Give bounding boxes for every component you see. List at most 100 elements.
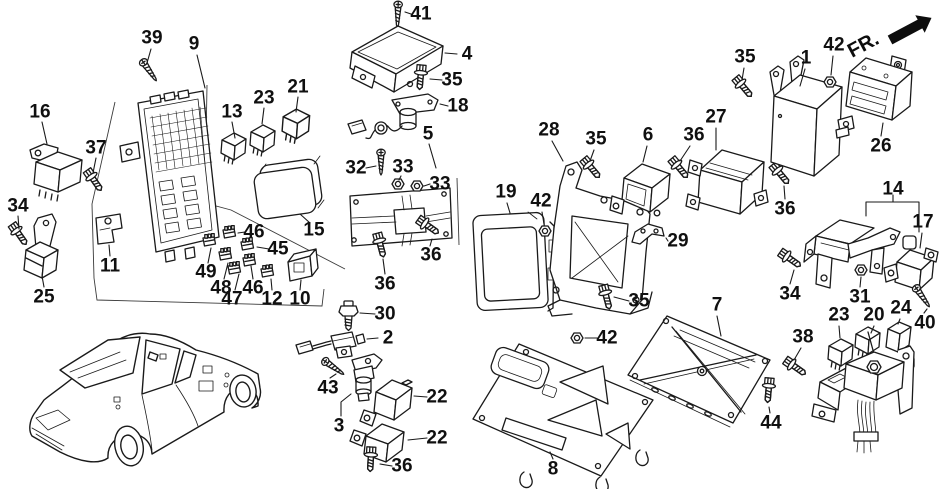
leader-line	[444, 52, 458, 55]
bracket-3	[351, 353, 383, 402]
callout-35: 35	[585, 129, 607, 162]
callout-15: 15	[299, 213, 325, 241]
callout-31: 31	[849, 276, 871, 308]
leader-line	[41, 275, 45, 288]
part-number-label: 26	[870, 136, 891, 157]
part-number-label: 36	[391, 456, 412, 477]
leader-line	[365, 165, 377, 169]
leader-line	[382, 258, 386, 275]
leader-line	[234, 273, 240, 291]
callout-44: 44	[760, 406, 782, 434]
callout-4: 4	[444, 44, 473, 65]
part-number-label: 35	[585, 129, 607, 150]
part-number-label: 46	[243, 222, 264, 243]
leader-line	[92, 157, 97, 174]
relay-22-upper	[359, 379, 413, 427]
part-number-label: 27	[705, 107, 726, 128]
bracket-5	[349, 187, 453, 247]
leader-line	[295, 96, 299, 113]
leader-line	[589, 149, 595, 162]
callout-36: 36	[420, 238, 442, 266]
callout-24: 24	[890, 298, 912, 325]
part-number-label: 25	[33, 287, 55, 308]
leader-line	[716, 315, 722, 337]
leader-line	[17, 215, 20, 230]
callout-16: 16	[29, 102, 51, 145]
leader-line	[549, 451, 554, 460]
leader-line	[923, 308, 928, 314]
callout-36: 36	[374, 258, 396, 295]
callout-35: 35	[429, 70, 463, 91]
callout-13: 13	[221, 102, 243, 139]
callout-7: 7	[712, 295, 722, 337]
callout-33: 33	[423, 174, 451, 195]
leader-line	[250, 265, 254, 280]
part-number-label: 34	[7, 196, 29, 217]
leader-line	[789, 269, 795, 285]
callout-2: 2	[366, 328, 393, 349]
control-unit-26	[845, 55, 913, 121]
leader-line	[41, 121, 48, 145]
screw-41	[392, 0, 404, 28]
callout-12: 12	[261, 278, 283, 310]
leader-line	[642, 145, 648, 163]
part-number-label: 14	[882, 179, 904, 200]
callout-35: 35	[734, 47, 756, 81]
callout-37: 37	[85, 138, 107, 174]
callout-42: 42	[584, 328, 618, 349]
callout-48: 48	[210, 262, 232, 299]
leader-line	[429, 78, 443, 81]
callout-36: 36	[379, 456, 413, 477]
callout-1: 1	[799, 48, 812, 87]
bracket-28	[547, 161, 653, 317]
callout-14: 14	[865, 179, 920, 233]
part-number-label: 12	[261, 289, 282, 310]
callout-30: 30	[359, 304, 396, 325]
part-number-label: 35	[628, 291, 650, 312]
leader-line	[404, 11, 412, 15]
part-number-label: 5	[423, 124, 434, 145]
callout-36: 36	[774, 185, 796, 220]
leader-line	[231, 121, 236, 139]
callout-34: 34	[7, 196, 29, 230]
part-number-label: 22	[426, 428, 447, 449]
leader-line	[270, 278, 273, 291]
screw-32	[376, 148, 386, 176]
part-number-label: 36	[683, 125, 704, 146]
relay-25	[23, 213, 59, 279]
bracket-plate-8	[472, 343, 654, 489]
leader-line	[366, 337, 379, 340]
leader-line	[865, 201, 920, 233]
bracket-10	[287, 248, 319, 282]
part-number-label: 11	[100, 256, 121, 277]
callout-42: 42	[530, 191, 552, 225]
part-number-label: 36	[374, 274, 395, 295]
part-number-label: 38	[792, 327, 813, 348]
leader-line	[838, 325, 841, 339]
part-number-label: 33	[392, 157, 413, 178]
relay-box-with-harness	[811, 331, 915, 454]
screw-39	[137, 56, 161, 84]
leader-line	[541, 211, 545, 225]
sensor-30	[338, 300, 359, 332]
bolt-34-right	[775, 246, 805, 273]
fr-direction: FR.	[844, 15, 932, 62]
part-number-label: 47	[221, 289, 242, 310]
part-number-label: 23	[253, 88, 274, 109]
relay-13	[220, 132, 247, 165]
callout-20: 20	[863, 305, 885, 334]
relay-21	[281, 108, 311, 144]
control-unit-1	[769, 55, 855, 177]
part-number-label: 32	[345, 158, 366, 179]
part-number-label: 29	[667, 231, 688, 252]
leader-line	[108, 244, 111, 257]
control-unit-27	[685, 149, 769, 215]
part-number-label: 9	[189, 34, 200, 55]
part-number-label: 4	[462, 44, 473, 65]
control-unit-17	[883, 247, 939, 291]
part-number-label: 17	[912, 212, 933, 233]
bracket-14	[803, 219, 917, 289]
callout-25: 25	[33, 275, 55, 308]
nut-42-bottom	[570, 332, 584, 344]
